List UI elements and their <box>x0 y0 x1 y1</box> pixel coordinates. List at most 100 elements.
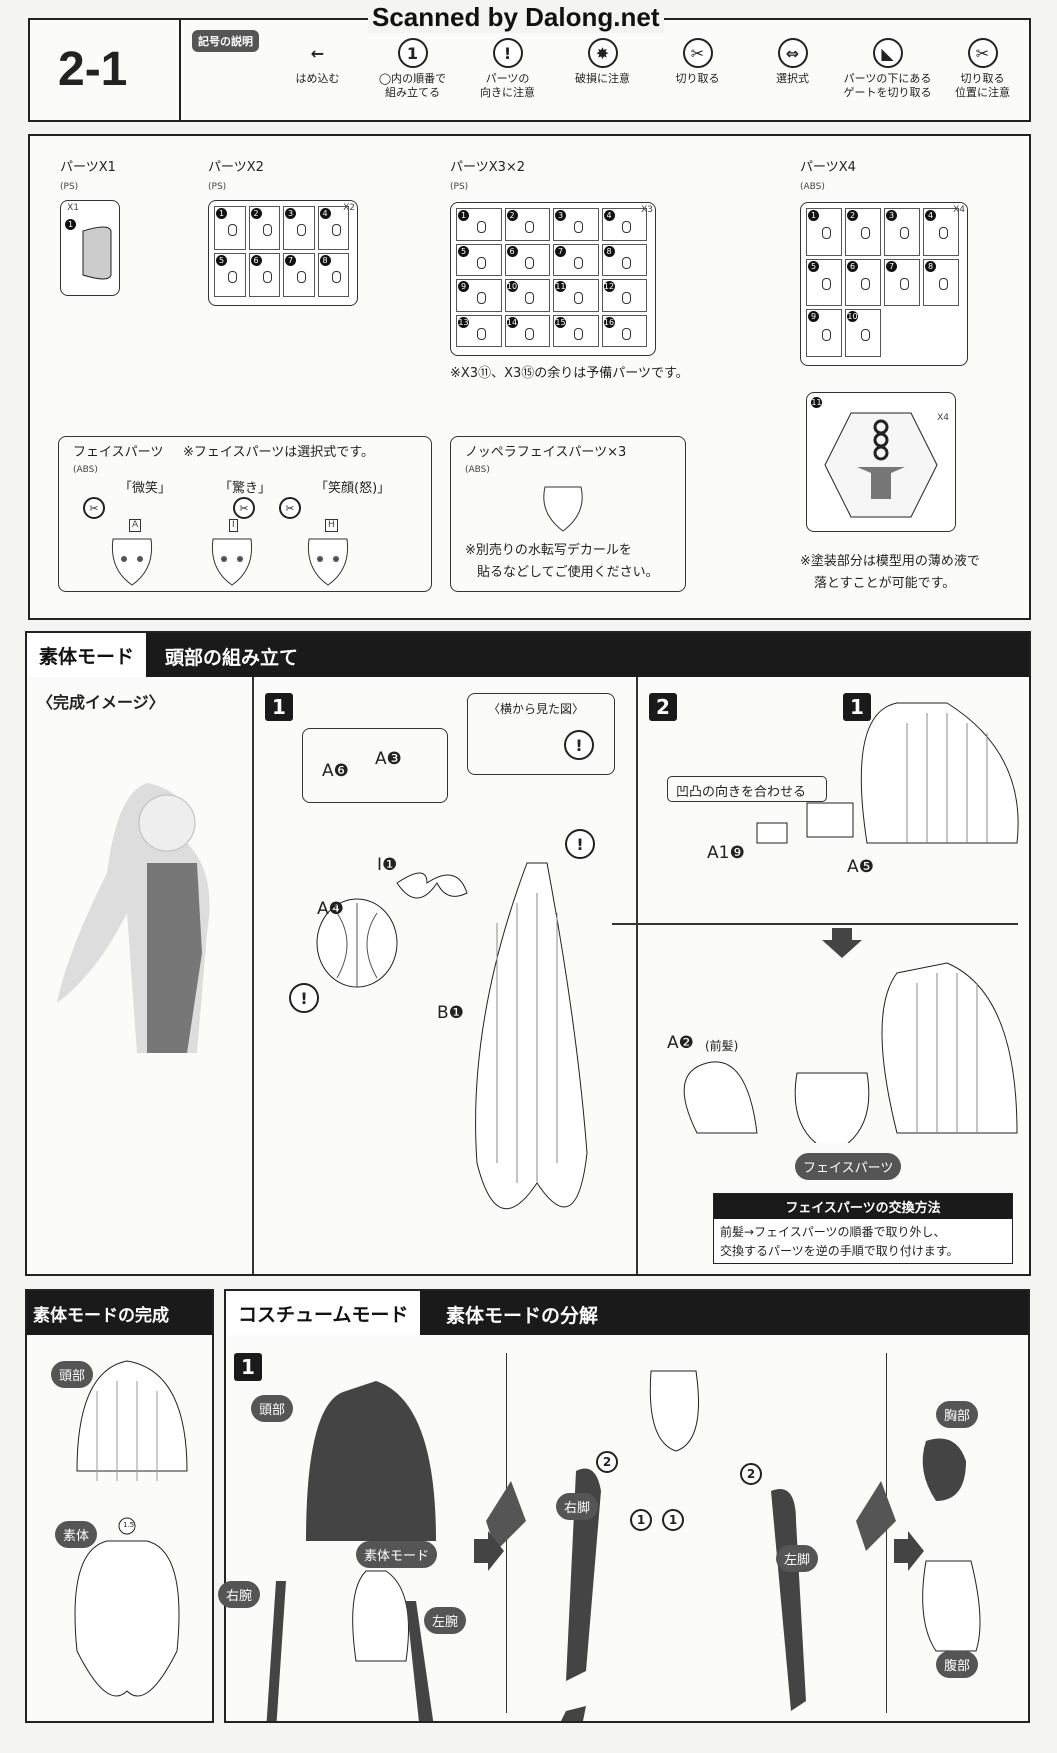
parts-x3-title: パーツX3×2 <box>450 160 526 175</box>
completion-title: 素体モードの完成 <box>27 1291 212 1335</box>
side-view-label: 〈横から見た図〉 <box>488 702 585 716</box>
blank-face-box: ノッペラフェイスパーツ×3 (ABS) ※別売りの水転写デカールを 貼るなどして… <box>450 436 686 592</box>
runner-part: 7 <box>283 253 315 297</box>
runner-part: 8 <box>923 258 959 307</box>
right-leg-tag: 右脚 <box>556 1493 599 1520</box>
chest-tag: 胸部 <box>936 1401 979 1428</box>
runner-part: 2 <box>845 208 881 256</box>
runner-part: 6 <box>504 243 550 276</box>
legend-label: 切り取る 位置に注意 <box>955 72 1010 99</box>
runner-part: 4 <box>923 208 959 256</box>
legend-item: ✂切り取る <box>650 38 745 86</box>
parts-x4-material: (ABS) <box>800 182 825 192</box>
face-option-drawing <box>307 538 349 586</box>
legend-label: 切り取る <box>675 72 720 85</box>
down-arrow-icon <box>822 928 862 958</box>
face-parts-title: フェイスパーツ <box>73 445 164 460</box>
complete-image-label: 〈完成イメージ〉 <box>37 693 165 712</box>
legend-item: ← はめ込む <box>270 38 365 86</box>
face-option-name: 「笑顔(怒)」 <box>315 481 391 496</box>
step-2-badge: 2 <box>649 693 677 721</box>
head-tag: 頭部 <box>251 1395 294 1422</box>
runner-x1: X1 1 <box>60 200 120 296</box>
runner-part: 16 <box>601 314 647 347</box>
legend-label: ◯内の順番で 組み立てる <box>378 72 447 99</box>
head-tag: 頭部 <box>51 1361 94 1388</box>
parts-x4-note1: ※塗装部分は模型用の薄め液で <box>800 554 980 569</box>
legend-label: パーツの 向きに注意 <box>480 72 535 99</box>
runner-part: 2 <box>504 208 550 241</box>
section-title: 頭部の組み立て <box>165 647 299 669</box>
runner-tag: X4 <box>953 205 965 215</box>
parts-x4-note2: 落とすことが可能です。 <box>814 576 956 591</box>
part-label: A❸ <box>375 749 402 769</box>
runner-part: 15 <box>553 314 599 347</box>
cut-icon: ✂ <box>83 497 105 519</box>
next-arrow-icon <box>894 1531 924 1571</box>
order-hexagon-icon: 1 <box>630 1509 652 1531</box>
joint-size-label: 1.5 <box>123 1521 135 1529</box>
face-option-code: A <box>129 519 142 532</box>
face-assembly-drawing <box>683 962 1018 1143</box>
exclamation-icon: ! <box>564 730 594 760</box>
legend-label: はめ込む <box>295 72 340 85</box>
face-option-name: 「驚き」 <box>219 481 272 496</box>
exclamation-icon: ! <box>289 983 319 1013</box>
parts-x3-material: (PS) <box>450 182 469 192</box>
head-parts-drawing <box>316 862 588 1210</box>
part-label: A❺ <box>847 857 874 877</box>
legend-label: パーツの下にある ゲートを切り取る <box>843 72 932 99</box>
order-hexagon-icon: 2 <box>596 1451 618 1473</box>
blank-face-note2: 貼るなどしてご使用ください。 <box>477 565 659 580</box>
runner-part: 10 <box>504 279 550 312</box>
costume-section: コスチュームモード 素体モードの分解 1 頭部 素体モード 右腕 左腕 右脚 左… <box>218 1289 1030 1723</box>
costume-title: 素体モードの分解 <box>446 1305 599 1327</box>
runner-part: 9 <box>456 279 502 312</box>
costume-header-bar: コスチュームモード 素体モードの分解 <box>226 1291 1028 1335</box>
part-label: I❶ <box>377 855 398 875</box>
costume-step-badge: 1 <box>234 1353 262 1381</box>
arrow-left-icon: ← <box>310 43 325 63</box>
runner-part: 8 <box>317 253 349 297</box>
runner-part: 1 <box>214 206 246 250</box>
parts-callout <box>302 728 448 803</box>
face-parts-note: ※フェイスパーツは選択式です。 <box>183 445 374 460</box>
parts-x1-title: パーツX1 <box>60 160 116 175</box>
part-label: A1❾ <box>707 843 745 863</box>
howto-line2: 交換するパーツを逆の手順で取り付けます。 <box>720 1244 959 1258</box>
complete-image-figure <box>57 783 210 1053</box>
left-arm-tag: 左腕 <box>424 1607 467 1634</box>
left-leg-tag: 左脚 <box>776 1545 819 1572</box>
bangs-label: (前髪) <box>705 1039 739 1053</box>
parts-x1-material: (PS) <box>60 182 79 192</box>
costume-mode-tab: コスチュームモード <box>226 1291 421 1335</box>
face-option-name: 「微笑」 <box>119 481 172 496</box>
part-label: A❹ <box>317 899 344 919</box>
section-header-bar: 素体モード 頭部の組み立て <box>27 633 1029 677</box>
cut-icon: ✂ <box>233 497 255 519</box>
parts-x3-note: ※X3⑪、X3⑮の余りは予備パーツです。 <box>450 366 689 381</box>
exclamation-icon: ! <box>565 829 595 859</box>
runner-tag: X1 <box>67 203 79 213</box>
gate-cut-icon: ◣ <box>872 38 903 68</box>
runner-part: 1 <box>806 208 842 256</box>
runner-part: 7 <box>553 243 599 276</box>
face-parts-tag: フェイスパーツ <box>795 1153 902 1180</box>
face-parts-material: (ABS) <box>73 465 98 475</box>
side-view-callout: 〈横から見た図〉 ! <box>467 693 615 775</box>
hexagon-number-icon: 1 <box>397 38 428 68</box>
runner-part: 5 <box>806 258 842 307</box>
blank-face-note1: ※別売りの水転写デカールを <box>465 543 632 558</box>
face-swap-howto-box: フェイスパーツの交換方法 前髪→フェイスパーツの順番で取り外し、 交換するパーツ… <box>713 1193 1013 1264</box>
costume-disassembly-drawing <box>266 1370 981 1721</box>
parts-x2-material: (PS) <box>208 182 227 192</box>
runner-part: 3 <box>283 206 315 250</box>
runner-part: 5 <box>214 253 246 297</box>
part-label: A❻ <box>322 761 349 781</box>
section-mode-tab: 素体モード <box>27 633 147 677</box>
runner-part: 2 <box>248 206 280 250</box>
step-1-badge: 1 <box>265 693 293 721</box>
